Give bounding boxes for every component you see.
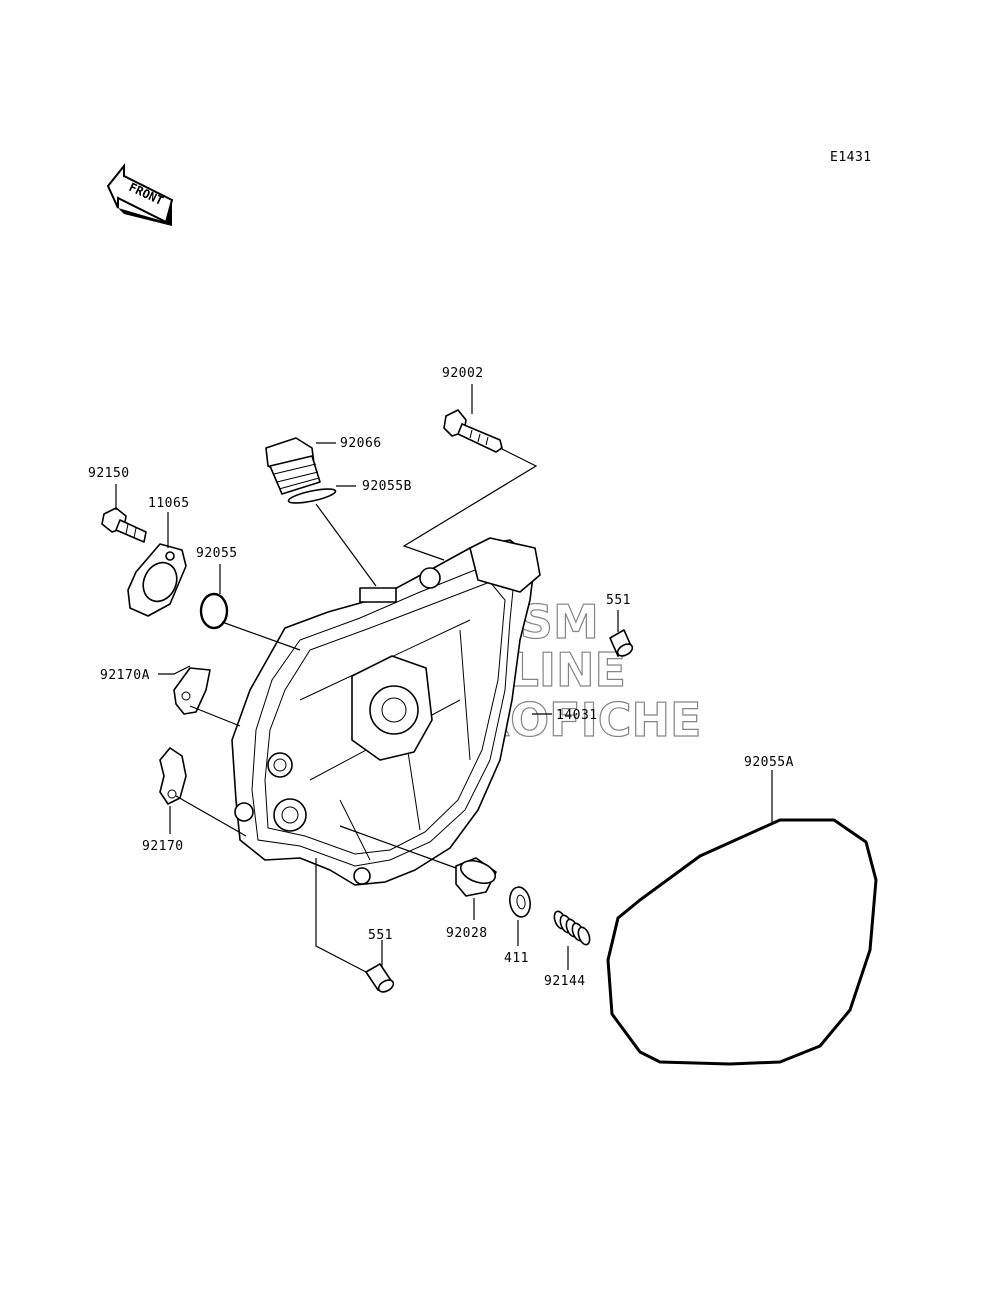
- part-label[interactable]: 92028: [446, 926, 488, 941]
- dowel-551-lower: [365, 963, 395, 993]
- washer-92055b: [287, 488, 337, 504]
- front-arrow-icon: FRONT: [106, 163, 174, 226]
- diagram-code: E1431: [830, 150, 872, 165]
- part-label[interactable]: 411: [504, 951, 529, 966]
- part-label[interactable]: 92055B: [362, 479, 412, 494]
- bolt-92002: [443, 409, 503, 453]
- part-labels: 92002 92066 92055B 92150 11065 92055 551…: [88, 366, 794, 989]
- bushing-92028: [455, 857, 497, 897]
- dowel-551-upper: [609, 629, 634, 657]
- part-label[interactable]: 92144: [544, 974, 586, 989]
- part-label[interactable]: 92002: [442, 366, 484, 381]
- spring-92144: [553, 910, 591, 946]
- part-label[interactable]: 92170: [142, 839, 184, 854]
- part-label[interactable]: 92066: [340, 436, 382, 451]
- clamp-92170: [159, 747, 187, 805]
- part-label[interactable]: 551: [368, 928, 393, 943]
- leader-lines: [115, 384, 773, 973]
- part-label[interactable]: 14031: [556, 708, 598, 723]
- part-label[interactable]: 92055A: [744, 755, 794, 770]
- generator-cover-14031: [231, 537, 541, 886]
- part-label[interactable]: 92170A: [100, 668, 150, 683]
- bolt-92150: [101, 507, 147, 543]
- part-label[interactable]: 92150: [88, 466, 130, 481]
- part-label[interactable]: 11065: [148, 496, 190, 511]
- part-label[interactable]: 92055: [196, 546, 238, 561]
- cap-11065: [127, 543, 187, 617]
- o-ring-92055: [199, 592, 229, 630]
- gasket-92055a: [606, 818, 878, 1066]
- plug-92066: [265, 437, 321, 495]
- part-label[interactable]: 551: [606, 593, 631, 608]
- clamp-92170a: [173, 667, 211, 715]
- washer-411: [509, 886, 531, 918]
